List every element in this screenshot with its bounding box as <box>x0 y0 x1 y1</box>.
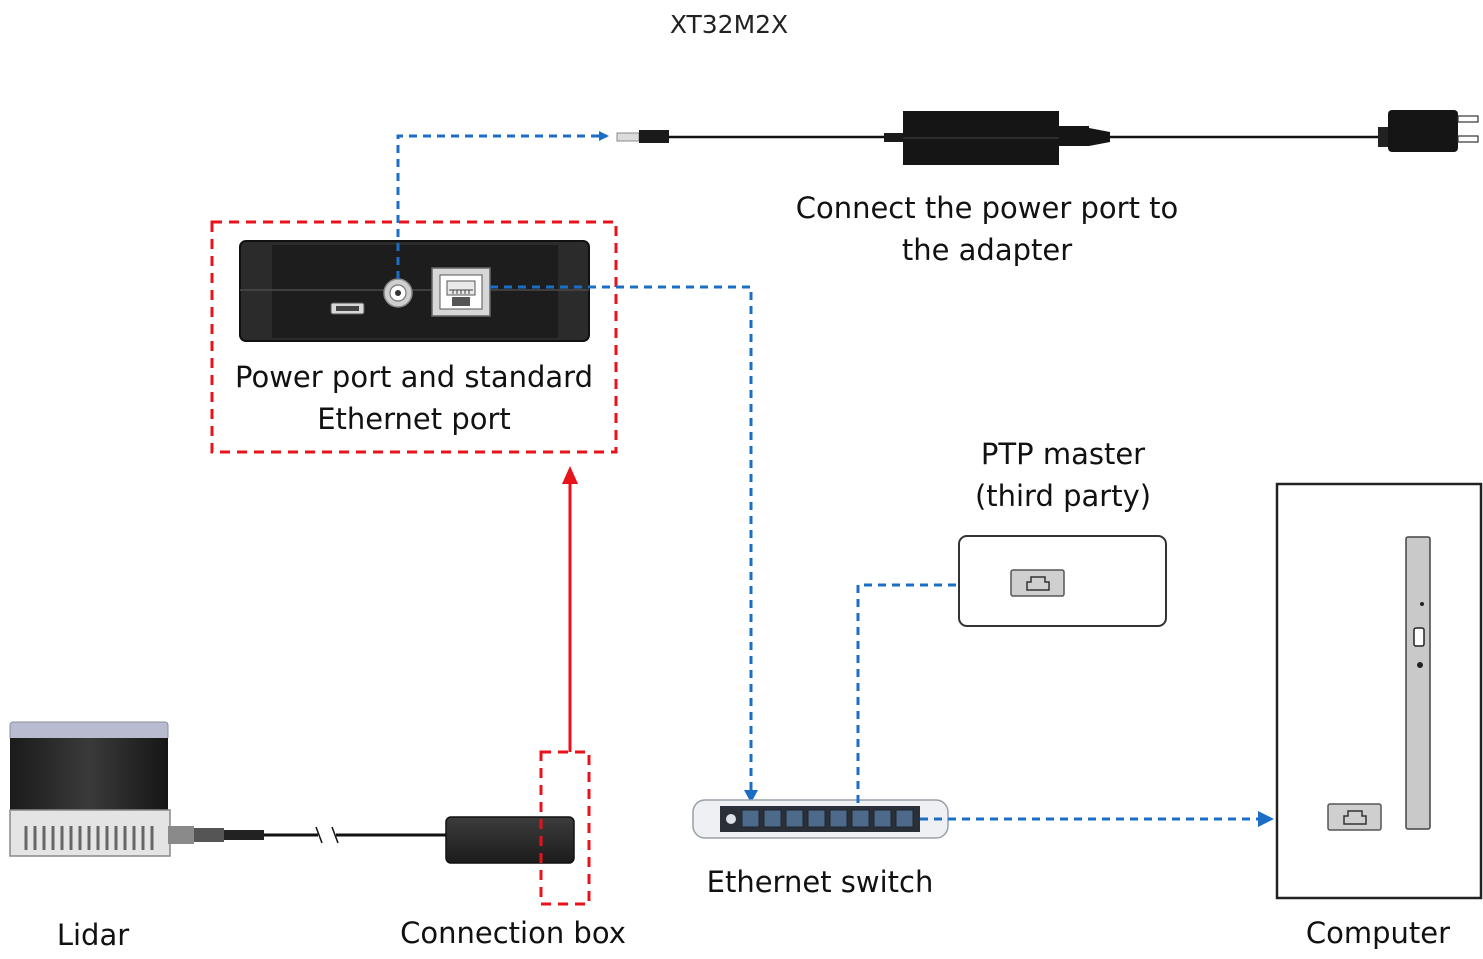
lidar-cable <box>264 826 446 844</box>
ports-label-line1: Power port and standard <box>235 360 593 394</box>
switch-to-computer-arrowhead <box>1258 811 1274 827</box>
switch-to-ptp-line <box>856 583 992 803</box>
connection-box-to-panel-arrowhead <box>562 466 578 484</box>
ethernet-to-switch-arrowhead <box>744 790 758 803</box>
power-adapter-icon <box>616 111 1380 165</box>
rj45-port-icon <box>431 267 491 317</box>
computer-label: Computer <box>1305 916 1451 950</box>
ptp-label-line2: (third party) <box>974 479 1152 513</box>
ptp-master-device <box>958 535 1167 627</box>
dc-jack-icon <box>383 278 413 308</box>
connection-box-icon <box>445 816 575 864</box>
rear-panel-device <box>239 240 590 342</box>
diagram-title: XT32M2X <box>669 10 789 39</box>
ports-label-line2: Ethernet port <box>317 402 511 436</box>
computer-tower-icon <box>1275 482 1483 900</box>
connection-box-label: Connection box <box>400 916 626 950</box>
power-plug-icon <box>1378 110 1479 152</box>
connection-box-highlight-frame <box>539 750 591 906</box>
rj45-port-icon <box>1010 569 1065 597</box>
usb-port-icon <box>330 302 365 315</box>
adapter-label-line1: Connect the power port to <box>795 191 1179 225</box>
adapter-label-line2: the adapter <box>901 233 1073 267</box>
rj45-port-icon <box>1327 803 1382 831</box>
ptp-label-line1: PTP master <box>980 437 1146 471</box>
ethernet-switch-label: Ethernet switch <box>706 865 934 899</box>
ethernet-to-switch-line <box>490 285 753 793</box>
lidar-device-icon <box>9 721 264 857</box>
ports-highlight-frame <box>210 220 618 454</box>
ethernet-switch-icon <box>692 799 949 839</box>
power-connection-line <box>396 131 609 279</box>
lidar-label: Lidar <box>56 918 130 952</box>
